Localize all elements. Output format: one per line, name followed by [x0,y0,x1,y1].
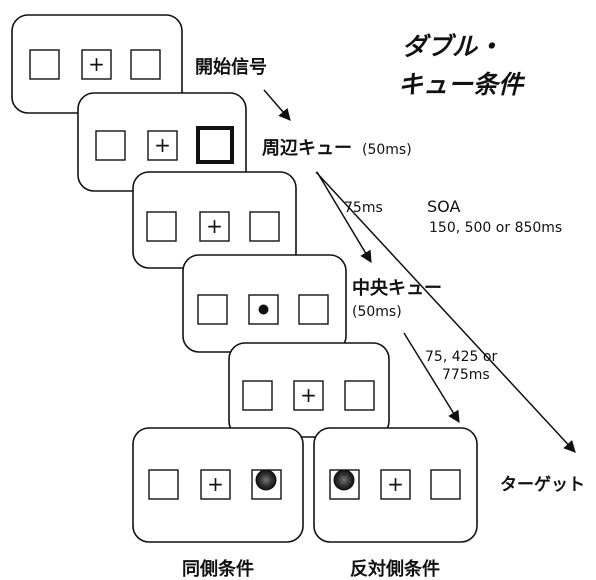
label-target: ターゲット [500,474,585,495]
frame-delay: + [133,172,296,268]
frame-central-cue [183,255,346,352]
label-opposite-side: 反対側条件 [350,558,440,580]
frame-target-same: + [133,428,303,542]
label-soa-values: 150, 500 or 850ms [429,220,562,236]
frame-target-opposite: + [314,428,477,542]
arrow-start-to-cue [264,90,290,120]
central-dot [259,305,269,315]
target-stimulus [334,470,354,490]
label-same-side: 同側条件 [182,558,254,580]
label-peripheral-cue: 周辺キュー [262,138,352,159]
fixation-cross: + [387,472,404,496]
title-line-2: キュー条件 [398,70,526,99]
label-interval-2-line-1: 75, 425 or [425,349,497,365]
arrow-interval-1 [317,172,371,262]
title-line-1: ダブル・ [402,32,502,61]
label-soa: SOA [427,197,460,216]
fixation-cross: + [154,133,171,157]
target-stimulus [256,470,276,490]
frame-wait: + [229,343,389,437]
label-central-cue-duration: (50ms) [352,304,402,320]
label-peripheral-cue-duration: (50ms) [362,142,412,158]
fixation-cross: + [88,52,105,76]
fixation-cross: + [207,472,224,496]
label-interval-1: 75ms [344,200,383,216]
fixation-cross: + [206,214,223,238]
label-interval-2-line-2: 775ms [442,367,490,383]
label-start-signal: 開始信号 [195,56,267,78]
fixation-cross: + [300,383,317,407]
label-central-cue: 中央キュー [352,277,442,299]
